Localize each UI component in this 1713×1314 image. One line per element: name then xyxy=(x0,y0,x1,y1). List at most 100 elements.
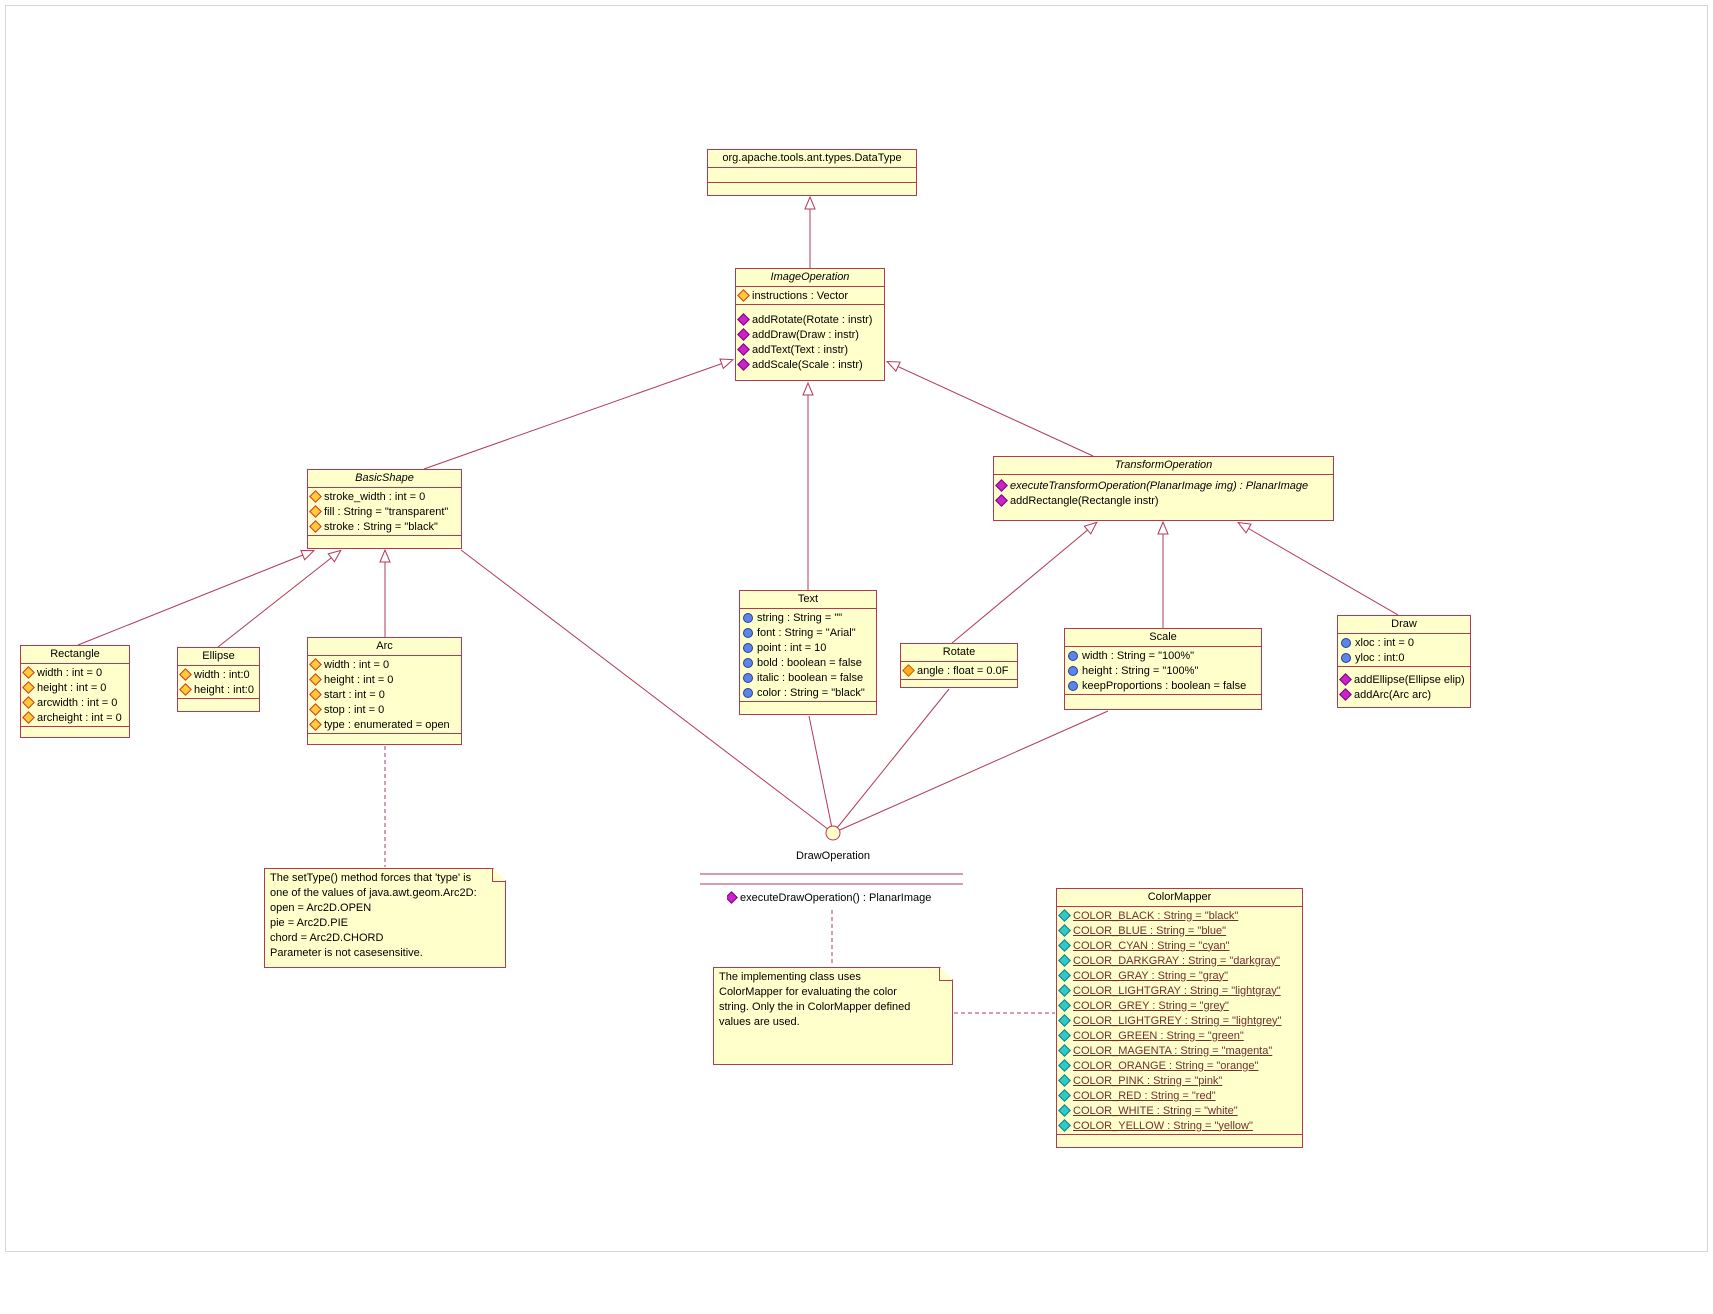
attribute-text: height : String = "100%" xyxy=(1082,664,1199,677)
attribute-text: keepProportions : boolean = false xyxy=(1082,679,1247,692)
attribute-row: angle : float = 0.0F xyxy=(901,663,1017,678)
note-colormapper-usage[interactable]: The implementing class uses ColorMapper … xyxy=(713,967,953,1065)
class-box-rectangle[interactable]: Rectangle width : int = 0 height : int =… xyxy=(20,645,130,738)
attribute-icon xyxy=(309,718,322,731)
attribute-text: COLOR_MAGENTA : String = "magenta" xyxy=(1073,1044,1273,1057)
class-box-arc[interactable]: Arc width : int = 0 height : int = 0 sta… xyxy=(307,637,462,745)
attribute-text: type : enumerated = open xyxy=(324,718,450,731)
class-name: Rotate xyxy=(901,644,1017,662)
attribute-icon xyxy=(309,658,322,671)
attribute-icon xyxy=(737,289,750,302)
attribute-row: font : String = "Arial" xyxy=(740,625,876,640)
attribute-row: instructions : Vector xyxy=(736,288,884,303)
empty-operations-compartment xyxy=(308,535,461,548)
static-attribute-icon xyxy=(1058,984,1071,997)
operation-row: addText(Text : instr) xyxy=(736,342,884,357)
interface-name-drawoperation: DrawOperation xyxy=(796,850,870,862)
generalization-rotate-transformoperation xyxy=(951,523,1096,644)
class-box-rotate[interactable]: Rotate angle : float = 0.0F xyxy=(900,643,1018,688)
attribute-text: point : int = 10 xyxy=(757,641,827,654)
class-box-ellipse[interactable]: Ellipse width : int:0 height : int:0 xyxy=(177,647,260,712)
class-box-basicshape[interactable]: BasicShape stroke_width : int = 0 fill :… xyxy=(307,469,462,549)
attribute-row: height : int = 0 xyxy=(308,672,461,687)
generalization-rectangle-basicshape xyxy=(77,551,313,646)
attributes-compartment: angle : float = 0.0F xyxy=(901,662,1017,679)
attribute-text: width : int:0 xyxy=(194,668,250,681)
attribute-icon xyxy=(743,612,753,623)
class-box-text[interactable]: Text string : String = "" font : String … xyxy=(739,590,877,715)
operation-icon xyxy=(727,891,738,904)
operations-compartment: executeTransformOperation(PlanarImage im… xyxy=(994,475,1333,520)
empty-operations-compartment xyxy=(708,182,916,195)
attribute-icon xyxy=(1068,650,1078,661)
attribute-text: width : int = 0 xyxy=(37,666,103,679)
realization-rotate-drawoperation xyxy=(832,688,950,834)
empty-operations-compartment xyxy=(740,701,876,714)
class-box-datatype[interactable]: org.apache.tools.ant.types.DataType xyxy=(707,149,917,196)
note-text-line: values are used. xyxy=(719,1016,800,1028)
attribute-text: COLOR_LIGHTGREY : String = "lightgrey" xyxy=(1073,1014,1282,1027)
class-box-draw[interactable]: Draw xloc : int = 0 yloc : int:0 addElli… xyxy=(1337,615,1471,708)
attribute-icon xyxy=(22,696,35,709)
attribute-text: height : int:0 xyxy=(194,683,254,696)
attribute-text: bold : boolean = false xyxy=(757,656,862,669)
attribute-text: string : String = "" xyxy=(757,611,843,624)
operation-row: addRotate(Rotate : instr) xyxy=(736,312,884,327)
operations-compartment: addRotate(Rotate : instr) addDraw(Draw :… xyxy=(736,304,884,380)
attribute-icon xyxy=(179,668,192,681)
attribute-row: COLOR_BLACK : String = "black" xyxy=(1057,908,1302,923)
attribute-row: width : int = 0 xyxy=(308,657,461,672)
class-name: TransformOperation xyxy=(994,457,1333,475)
class-name: Scale xyxy=(1065,629,1261,647)
operation-text: addText(Text : instr) xyxy=(752,343,848,356)
attribute-icon xyxy=(22,681,35,694)
attribute-icon xyxy=(309,520,322,533)
class-name: org.apache.tools.ant.types.DataType xyxy=(708,150,916,168)
attributes-compartment: width : String = "100%" height : String … xyxy=(1065,647,1261,694)
canvas-frame xyxy=(5,5,1708,1252)
class-name: Draw xyxy=(1338,616,1470,634)
attribute-row: arcwidth : int = 0 xyxy=(21,695,129,710)
attribute-row: fill : String = "transparent" xyxy=(308,504,461,519)
static-attribute-icon xyxy=(1058,939,1071,952)
attribute-icon xyxy=(1068,665,1078,676)
class-box-scale[interactable]: Scale width : String = "100%" height : S… xyxy=(1064,628,1262,710)
attributes-compartment: stroke_width : int = 0 fill : String = "… xyxy=(308,488,461,535)
attribute-row: stop : int = 0 xyxy=(308,702,461,717)
operation-text: addRotate(Rotate : instr) xyxy=(752,313,873,326)
operation-row: executeTransformOperation(PlanarImage im… xyxy=(994,478,1333,493)
attribute-text: archeight : int = 0 xyxy=(37,711,122,724)
generalization-draw-transformoperation xyxy=(1239,523,1399,616)
attribute-text: height : int = 0 xyxy=(37,681,107,694)
attribute-text: arcwidth : int = 0 xyxy=(37,696,118,709)
class-box-imageoperation[interactable]: ImageOperation instructions : Vector add… xyxy=(735,268,885,381)
note-arc-settype[interactable]: The setType() method forces that 'type' … xyxy=(264,868,506,968)
attribute-row: COLOR_DARKGRAY : String = "darkgray" xyxy=(1057,953,1302,968)
operation-text: addDraw(Draw : instr) xyxy=(752,328,859,341)
class-name: ColorMapper xyxy=(1057,889,1302,907)
attribute-icon xyxy=(743,687,753,698)
class-box-colormapper[interactable]: ColorMapper COLOR_BLACK : String = "blac… xyxy=(1056,888,1303,1148)
attributes-compartment: instructions : Vector xyxy=(736,287,884,304)
attribute-row: COLOR_LIGHTGRAY : String = "lightgray" xyxy=(1057,983,1302,998)
attribute-text: COLOR_YELLOW : String = "yellow" xyxy=(1073,1119,1253,1132)
interface-lollipop-drawoperation[interactable] xyxy=(825,825,841,841)
realization-scale-drawoperation xyxy=(832,710,1109,834)
attribute-icon xyxy=(309,505,322,518)
attribute-row: COLOR_BLUE : String = "blue" xyxy=(1057,923,1302,938)
operation-icon xyxy=(995,494,1008,507)
attribute-text: fill : String = "transparent" xyxy=(324,505,449,518)
attribute-row: height : String = "100%" xyxy=(1065,663,1261,678)
realization-text-drawoperation xyxy=(808,715,834,834)
attribute-icon xyxy=(309,490,322,503)
class-box-transformoperation[interactable]: TransformOperation executeTransformOpera… xyxy=(993,456,1334,521)
attribute-icon xyxy=(1341,637,1351,648)
realization-basicshape-drawoperation xyxy=(460,549,834,834)
attribute-row: italic : boolean = false xyxy=(740,670,876,685)
attribute-text: angle : float = 0.0F xyxy=(917,664,1009,677)
attribute-text: COLOR_CYAN : String = "cyan" xyxy=(1073,939,1230,952)
static-attribute-icon xyxy=(1058,1059,1071,1072)
attributes-compartment: width : int = 0 height : int = 0 arcwidt… xyxy=(21,664,129,726)
operation-text: executeDrawOperation() : PlanarImage xyxy=(740,891,932,904)
